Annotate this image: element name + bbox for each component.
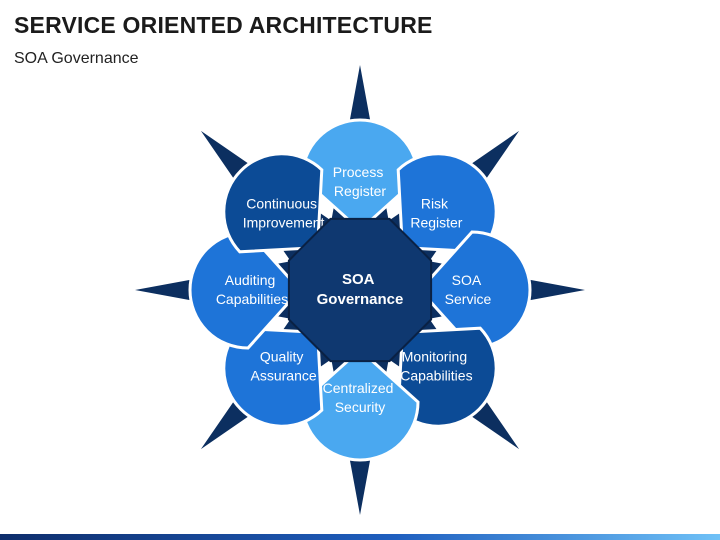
petal-label-monitoring-capabilities: Monitoring Capabilities <box>400 348 472 383</box>
petal-label-auditing-capabilities: Auditing Capabilities <box>216 272 288 307</box>
petal-label-quality-assurance: Quality Assurance <box>251 348 317 383</box>
petal-shape-continuous-improvement <box>222 152 324 254</box>
petal-risk-register: Risk Register <box>396 152 498 254</box>
petal-shape-process-register <box>300 118 420 233</box>
petal-shape-auditing-capabilities <box>188 230 303 350</box>
petal-label-risk-register: Risk Register <box>410 195 462 230</box>
petal-label-centralized-security: Centralized Security <box>323 380 398 415</box>
petal-shape-risk-register <box>396 152 498 254</box>
petal-centralized-security: Centralized Security <box>300 347 420 462</box>
petal-shape-centralized-security <box>300 347 420 462</box>
petal-soa-service: SOA Service <box>417 230 532 350</box>
petal-monitoring-capabilities: Monitoring Capabilities <box>396 326 498 428</box>
petal-label-soa-service: SOA Service <box>445 272 492 307</box>
petal-shape-soa-service <box>417 230 532 350</box>
petal-continuous-improvement: Continuous Improvement <box>222 152 325 254</box>
petal-label-process-register: Process Register <box>333 164 387 199</box>
petal-shape-quality-assurance <box>222 326 324 428</box>
slide-title: SERVICE ORIENTED ARCHITECTURE <box>14 12 433 38</box>
petal-label-continuous-improvement: Continuous Improvement <box>243 195 325 230</box>
bottom-accent-bar <box>0 534 720 540</box>
slide-subtitle: SOA Governance <box>14 50 139 67</box>
center-label: SOA Governance <box>317 271 404 308</box>
petal-shape-monitoring-capabilities <box>396 326 498 428</box>
petal-quality-assurance: Quality Assurance <box>222 326 324 428</box>
petal-process-register: Process Register <box>300 118 420 233</box>
petal-auditing-capabilities: Auditing Capabilities <box>188 230 303 350</box>
center-octagon <box>287 217 433 363</box>
